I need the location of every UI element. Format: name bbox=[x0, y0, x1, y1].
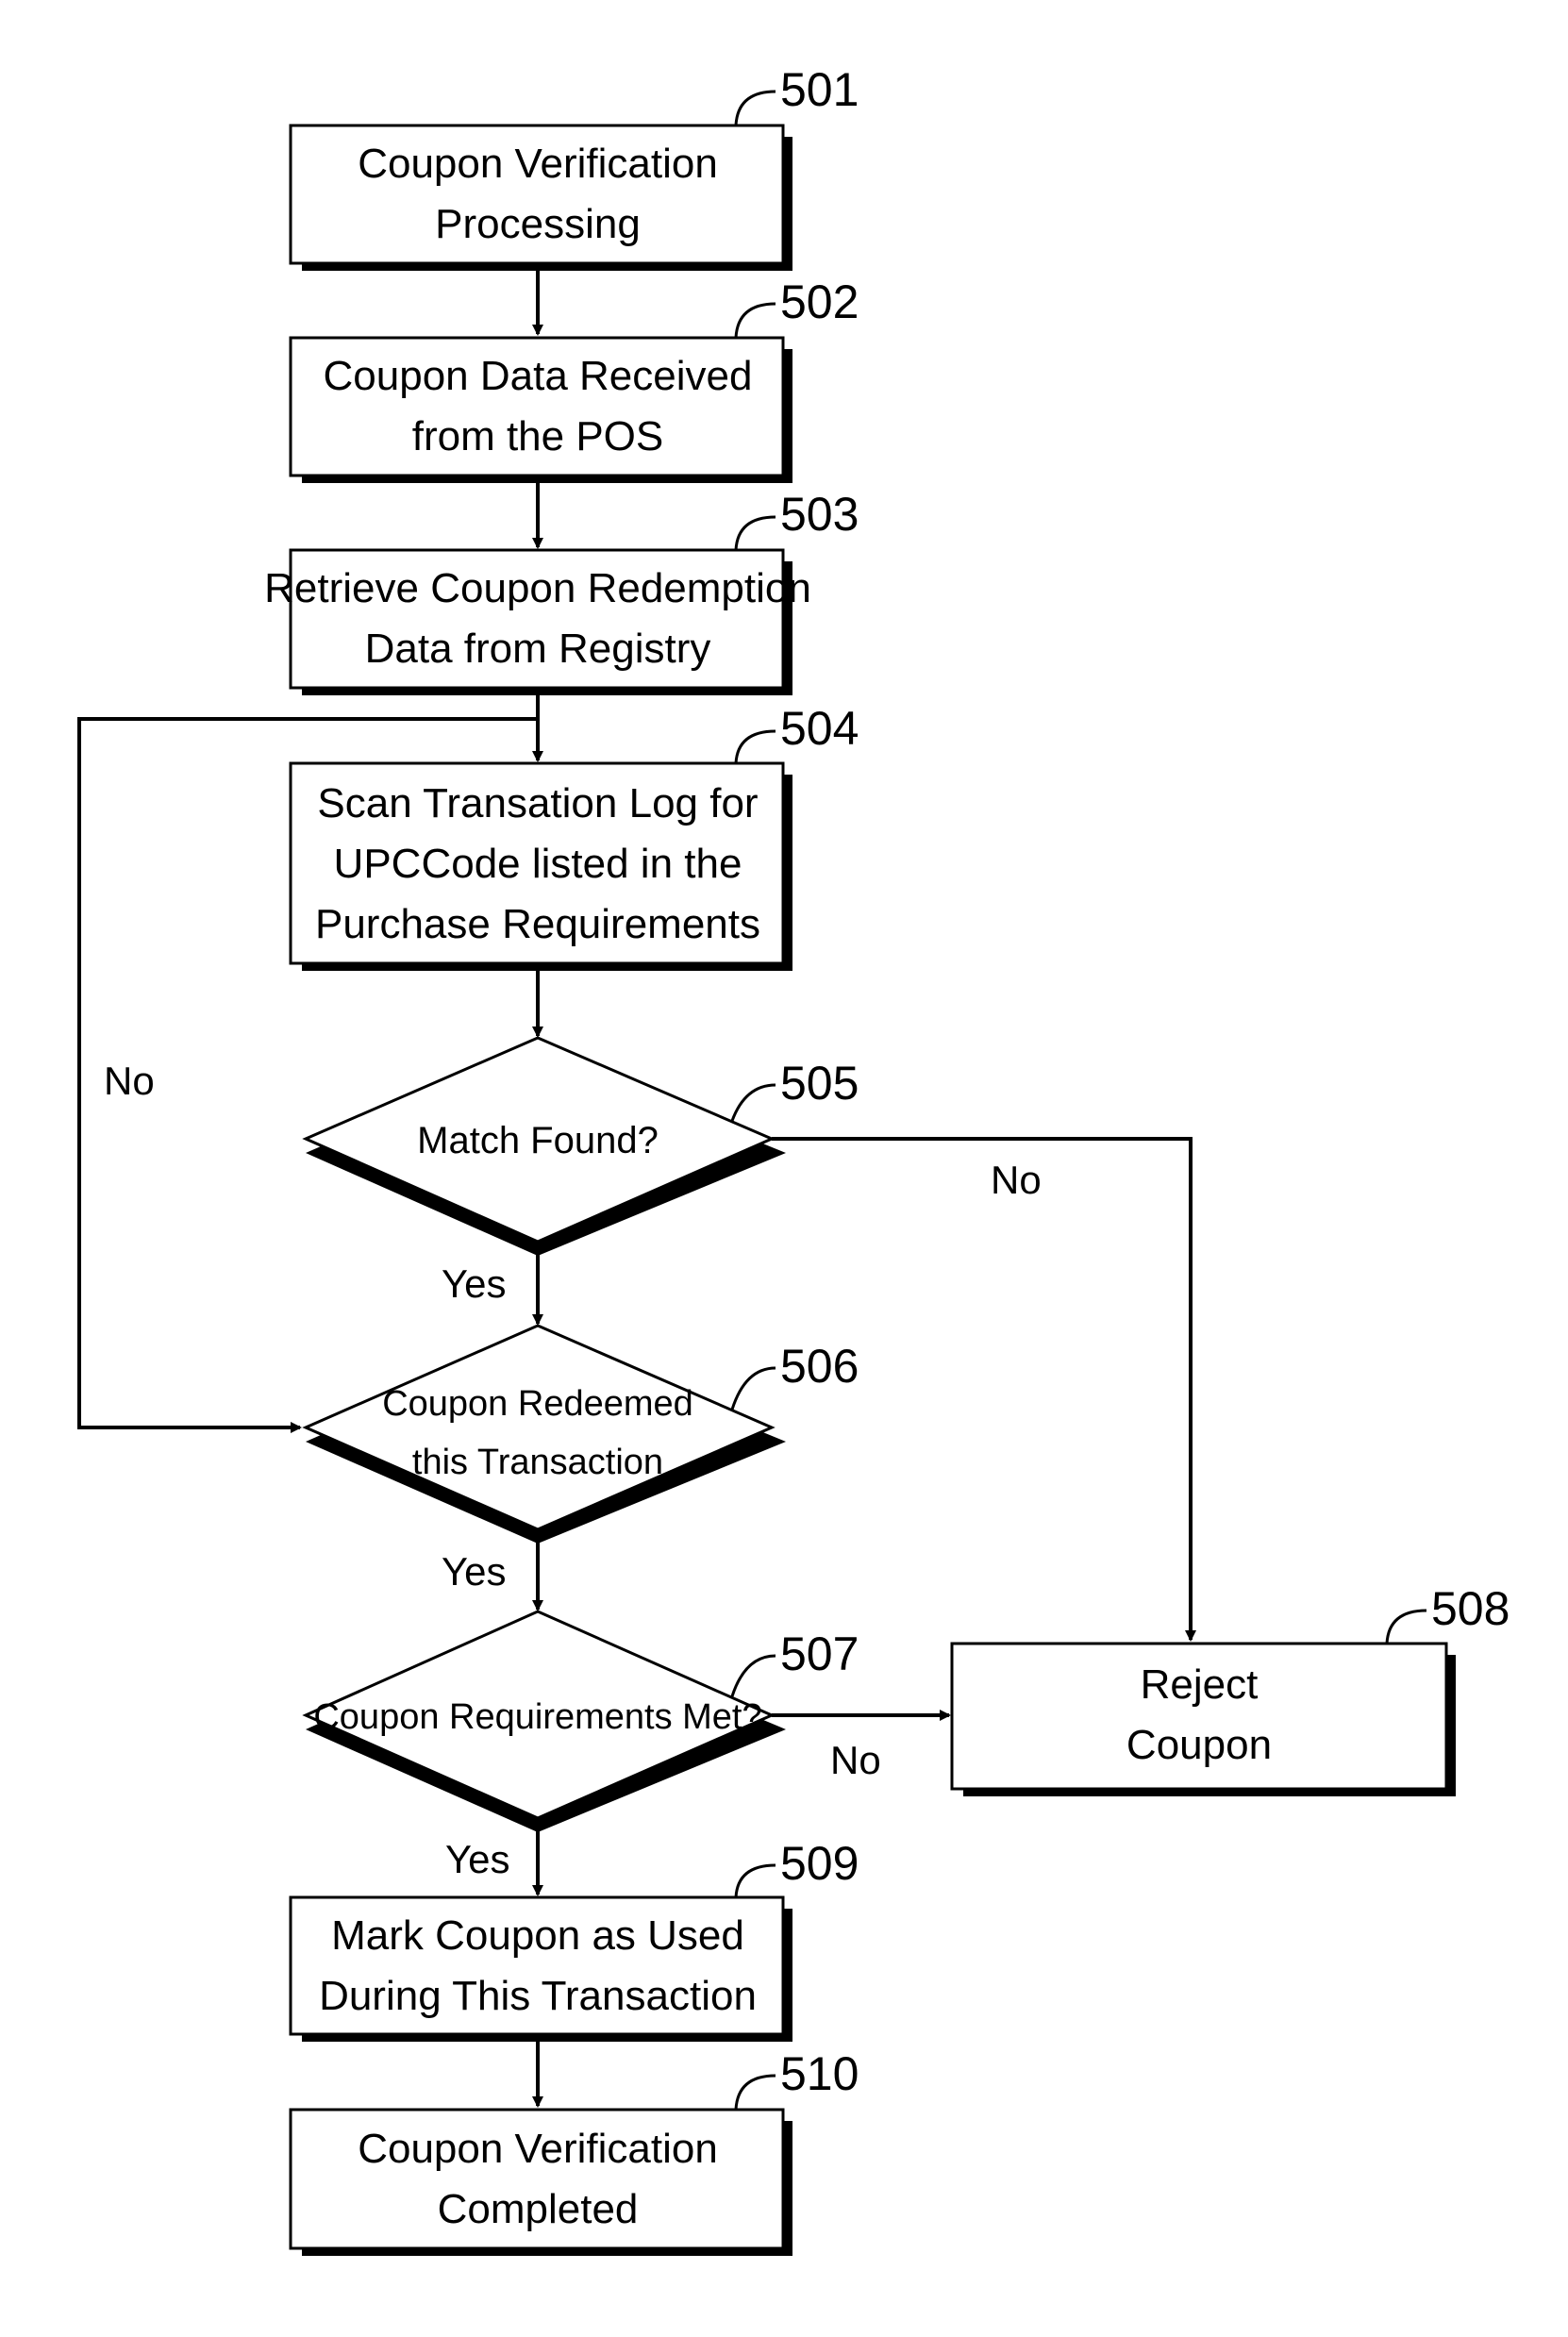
step-504-line1: Scan Transation Log for bbox=[317, 780, 758, 826]
step-505-text: Match Found? bbox=[417, 1120, 659, 1161]
leader-508 bbox=[1387, 1611, 1426, 1644]
step-509-line2: During This Transaction bbox=[319, 1973, 757, 2019]
step-510-line2: Completed bbox=[438, 2186, 639, 2232]
step-506-diamond bbox=[306, 1326, 786, 1544]
leader-503 bbox=[736, 517, 776, 550]
ref-503: 503 bbox=[780, 488, 859, 541]
label-no-507: No bbox=[830, 1738, 881, 1782]
leader-507 bbox=[732, 1656, 776, 1696]
leader-501 bbox=[736, 92, 776, 125]
label-yes-506: Yes bbox=[442, 1549, 507, 1594]
step-506-line2: this Transaction bbox=[412, 1443, 663, 1482]
step-508-line2: Coupon bbox=[1126, 1722, 1272, 1768]
ref-502: 502 bbox=[780, 275, 859, 328]
leader-506 bbox=[732, 1368, 776, 1410]
step-502-line2: from the POS bbox=[412, 413, 664, 459]
step-503-line2: Data from Registry bbox=[365, 626, 711, 672]
label-yes-507: Yes bbox=[445, 1837, 510, 1881]
ref-509: 509 bbox=[780, 1837, 859, 1890]
step-501-line1: Coupon Verification bbox=[358, 141, 718, 187]
ref-505: 505 bbox=[780, 1057, 859, 1110]
step-504-line2: UPCCode listed in the bbox=[334, 841, 742, 887]
step-502-line1: Coupon Data Received bbox=[324, 353, 753, 399]
leader-510 bbox=[736, 2076, 776, 2110]
ref-507: 507 bbox=[780, 1628, 859, 1680]
label-yes-505: Yes bbox=[442, 1261, 507, 1306]
step-506-line1: Coupon Redeemed bbox=[382, 1384, 693, 1424]
step-510-line1: Coupon Verification bbox=[358, 2126, 718, 2172]
leader-504 bbox=[736, 731, 776, 763]
step-503-line1: Retrieve Coupon Redemption bbox=[264, 565, 811, 611]
step-507-text: Coupon Requirements Met? bbox=[313, 1697, 761, 1737]
step-508-line1: Reject bbox=[1141, 1661, 1259, 1708]
step-504-line3: Purchase Requirements bbox=[315, 901, 760, 947]
step-509-line1: Mark Coupon as Used bbox=[331, 1912, 744, 1959]
ref-506: 506 bbox=[780, 1340, 859, 1393]
leader-502 bbox=[736, 304, 776, 338]
label-no-505: No bbox=[991, 1158, 1042, 1202]
label-no-loop: No bbox=[104, 1059, 155, 1103]
ref-508: 508 bbox=[1431, 1582, 1510, 1635]
leader-509 bbox=[736, 1865, 776, 1897]
ref-510: 510 bbox=[780, 2047, 859, 2100]
step-501-line2: Processing bbox=[435, 201, 641, 247]
leader-505 bbox=[732, 1085, 776, 1121]
ref-501: 501 bbox=[780, 63, 859, 116]
ref-504: 504 bbox=[780, 702, 859, 755]
